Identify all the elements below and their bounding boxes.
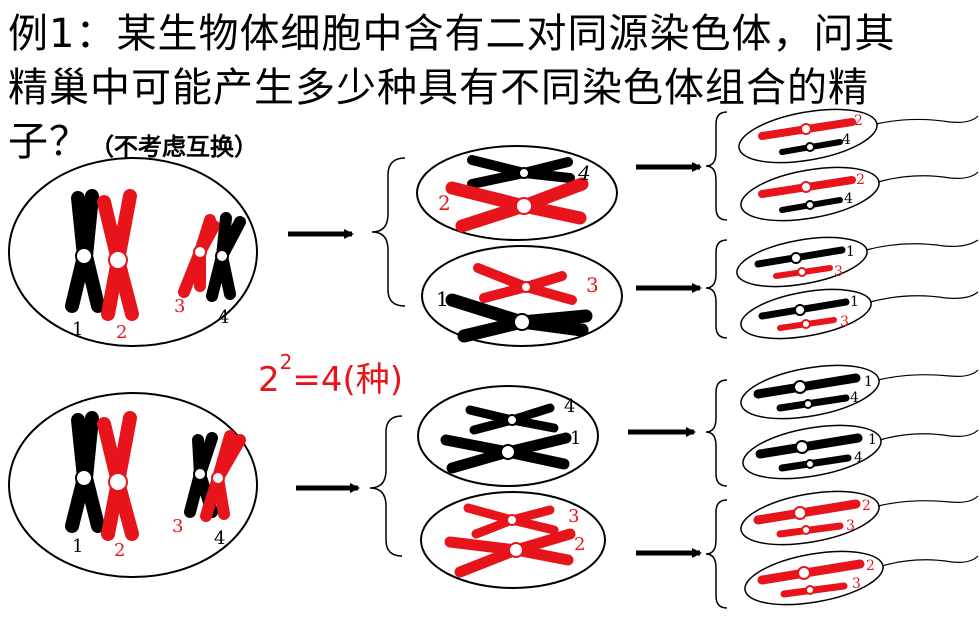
label-1-b2: 1 <box>850 294 859 310</box>
label-3-secD: 3 <box>568 506 579 527</box>
label-1-c2: 1 <box>868 432 877 448</box>
brace-secondary-bottom <box>369 415 403 557</box>
question-line-1: 例1：某生物体细胞中含有二对同源染色体，问其 <box>8 11 896 57</box>
spermatid-c1: 1 4 <box>740 364 979 420</box>
spermatid-c2: 1 4 <box>742 424 979 480</box>
label-3-b2: 3 <box>840 314 849 330</box>
label-1-secB: 1 <box>436 287 449 311</box>
question-line-3: 子？（不考虑互换） <box>8 116 258 173</box>
spermatid-a1: 2 4 <box>738 108 979 164</box>
secondary-cell-c: 4 1 <box>417 385 599 487</box>
label-3-top: 3 <box>174 296 185 317</box>
brace-sperm-b <box>705 239 728 339</box>
formula-base: 2 <box>258 360 280 400</box>
label-2-secA: 2 <box>438 191 451 215</box>
spermatid-a2: 2 4 <box>740 166 979 222</box>
question-line-3-text: 子？ <box>8 119 90 165</box>
label-2-a2: 2 <box>856 172 865 188</box>
label-4-bottom: 4 <box>214 528 225 549</box>
label-1-c1: 1 <box>864 374 873 390</box>
brace-secondary-top <box>371 157 406 307</box>
spermatid-b1: 1 3 <box>736 236 979 288</box>
label-4-top: 4 <box>218 307 229 328</box>
formula-rest: =4(种) <box>292 360 404 400</box>
spermatid-d1: 2 3 <box>740 490 979 546</box>
label-1-secC: 1 <box>570 428 581 449</box>
label-2-d2: 2 <box>866 558 875 574</box>
label-2-secD: 2 <box>574 534 585 555</box>
brace-sperm-c <box>705 379 728 487</box>
label-4-a2: 4 <box>844 191 853 207</box>
label-3-d1: 3 <box>846 518 855 534</box>
label-2-a1: 2 <box>854 113 863 129</box>
label-4-a1: 4 <box>842 132 851 148</box>
label-1-b1: 1 <box>846 244 855 260</box>
label-4-secA: 4 <box>577 161 591 185</box>
brace-sperm-a <box>705 111 728 221</box>
label-2-top: 2 <box>116 322 127 343</box>
label-3-b1: 3 <box>834 264 843 280</box>
secondary-cell-b: 3 1 <box>421 245 623 347</box>
formula-exponent: 2 <box>279 350 293 374</box>
question-line-2: 精巢中可能产生多少种具有不同染色体组合的精 <box>8 65 869 111</box>
secondary-cell-d: 3 2 <box>420 491 606 589</box>
formula: 22=4(种) <box>258 350 404 401</box>
label-4-c2: 4 <box>854 450 863 466</box>
primary-cell-bottom: 1 2 3 4 <box>8 392 258 578</box>
label-1-bottom: 1 <box>72 536 83 557</box>
label-3-d2: 3 <box>852 576 861 592</box>
secondary-cell-a: 4 2 <box>416 145 618 241</box>
brace-sperm-d <box>705 499 728 609</box>
label-4-c1: 4 <box>850 390 859 406</box>
label-3-secB: 3 <box>586 273 599 297</box>
primary-cell-top: 1 2 3 4 <box>8 157 258 347</box>
question-note: （不考虑互换） <box>90 133 258 161</box>
label-1-top: 1 <box>72 319 83 340</box>
spermatid-b2: 1 3 <box>740 288 979 340</box>
label-3-bottom: 3 <box>172 516 183 537</box>
spermatid-d2: 2 3 <box>744 550 979 606</box>
label-2-bottom: 2 <box>114 540 125 561</box>
label-4-secC: 4 <box>564 396 575 417</box>
label-2-d1: 2 <box>862 498 871 514</box>
